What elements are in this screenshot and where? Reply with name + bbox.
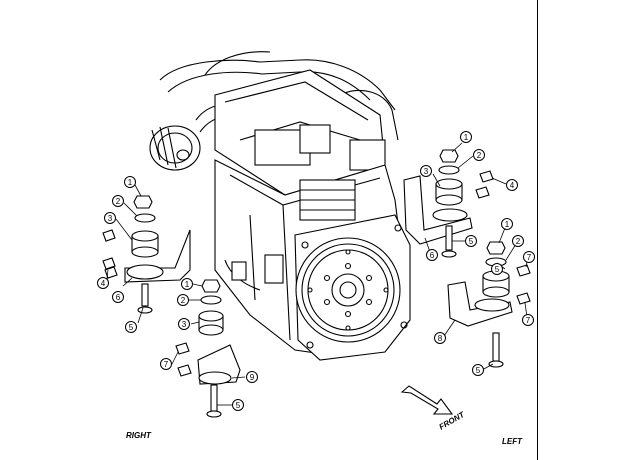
svg-text:2: 2 <box>516 237 521 246</box>
svg-text:6: 6 <box>430 251 435 260</box>
callout-7-left-front-b: 7 <box>522 314 534 326</box>
svg-text:2: 2 <box>477 151 482 160</box>
left-rear-mount <box>403 149 494 258</box>
callout-5-right-front: 5 <box>232 399 244 411</box>
callout-5-left-rear: 5 <box>465 235 477 247</box>
callout-1-right-rear: 1 <box>124 176 136 188</box>
svg-text:7: 7 <box>164 360 169 369</box>
callout-3-left-rear: 3 <box>420 165 432 177</box>
page-border <box>537 0 538 460</box>
callout-5-right-rear: 5 <box>125 321 137 333</box>
svg-text:6: 6 <box>116 293 121 302</box>
callout-5-left-front-a: 5 <box>491 263 503 275</box>
svg-text:4: 4 <box>101 279 106 288</box>
callout-7-left-front-a: 7 <box>523 251 535 263</box>
svg-text:1: 1 <box>185 280 190 289</box>
left-label: LEFT <box>502 437 523 446</box>
right-front-mount <box>175 279 241 418</box>
front-arrow <box>400 385 454 415</box>
svg-text:2: 2 <box>116 197 121 206</box>
callout-2-right-front: 2 <box>177 294 189 306</box>
right-label: RIGHT <box>126 431 152 440</box>
svg-text:5: 5 <box>469 237 474 246</box>
flywheel-bolt-holes <box>307 249 389 331</box>
callout-1-right-front: 1 <box>181 278 193 290</box>
svg-text:4: 4 <box>510 181 515 190</box>
callout-8-left-front: 8 <box>434 332 446 344</box>
callout-2-left-front: 2 <box>512 235 524 247</box>
svg-text:3: 3 <box>182 320 187 329</box>
svg-text:5: 5 <box>495 265 500 274</box>
svg-text:7: 7 <box>527 253 532 262</box>
callout-5-left-front-b: 5 <box>472 364 484 376</box>
svg-text:3: 3 <box>108 214 113 223</box>
callout-3-right-front: 3 <box>178 318 190 330</box>
svg-text:1: 1 <box>505 220 510 229</box>
svg-text:5: 5 <box>129 323 134 332</box>
engine-assembly <box>149 51 411 361</box>
callout-6-left-rear: 6 <box>426 249 438 261</box>
svg-text:5: 5 <box>476 366 481 375</box>
callout-7-right-front: 7 <box>160 358 172 370</box>
svg-text:8: 8 <box>438 334 443 343</box>
svg-text:2: 2 <box>181 296 186 305</box>
svg-text:7: 7 <box>526 316 531 325</box>
callout-6-right-rear: 6 <box>112 291 124 303</box>
callout-2-left-rear: 2 <box>473 149 485 161</box>
svg-text:9: 9 <box>250 373 255 382</box>
callout-3-right-rear: 3 <box>104 212 116 224</box>
svg-text:3: 3 <box>424 167 429 176</box>
callout-2-right-rear: 2 <box>112 195 124 207</box>
left-front-mount <box>447 241 531 368</box>
callout-4-right-rear-a: 4 <box>97 277 109 289</box>
callout-1-left-rear: 1 <box>460 131 472 143</box>
callout-1-left-front: 1 <box>501 218 513 230</box>
svg-text:1: 1 <box>464 133 469 142</box>
right-rear-mount <box>102 195 191 314</box>
callout-4-left-rear: 4 <box>506 179 518 191</box>
callout-9-right-front: 9 <box>246 371 258 383</box>
leader-lines <box>106 142 528 406</box>
svg-text:5: 5 <box>236 401 241 410</box>
svg-text:1: 1 <box>128 178 133 187</box>
